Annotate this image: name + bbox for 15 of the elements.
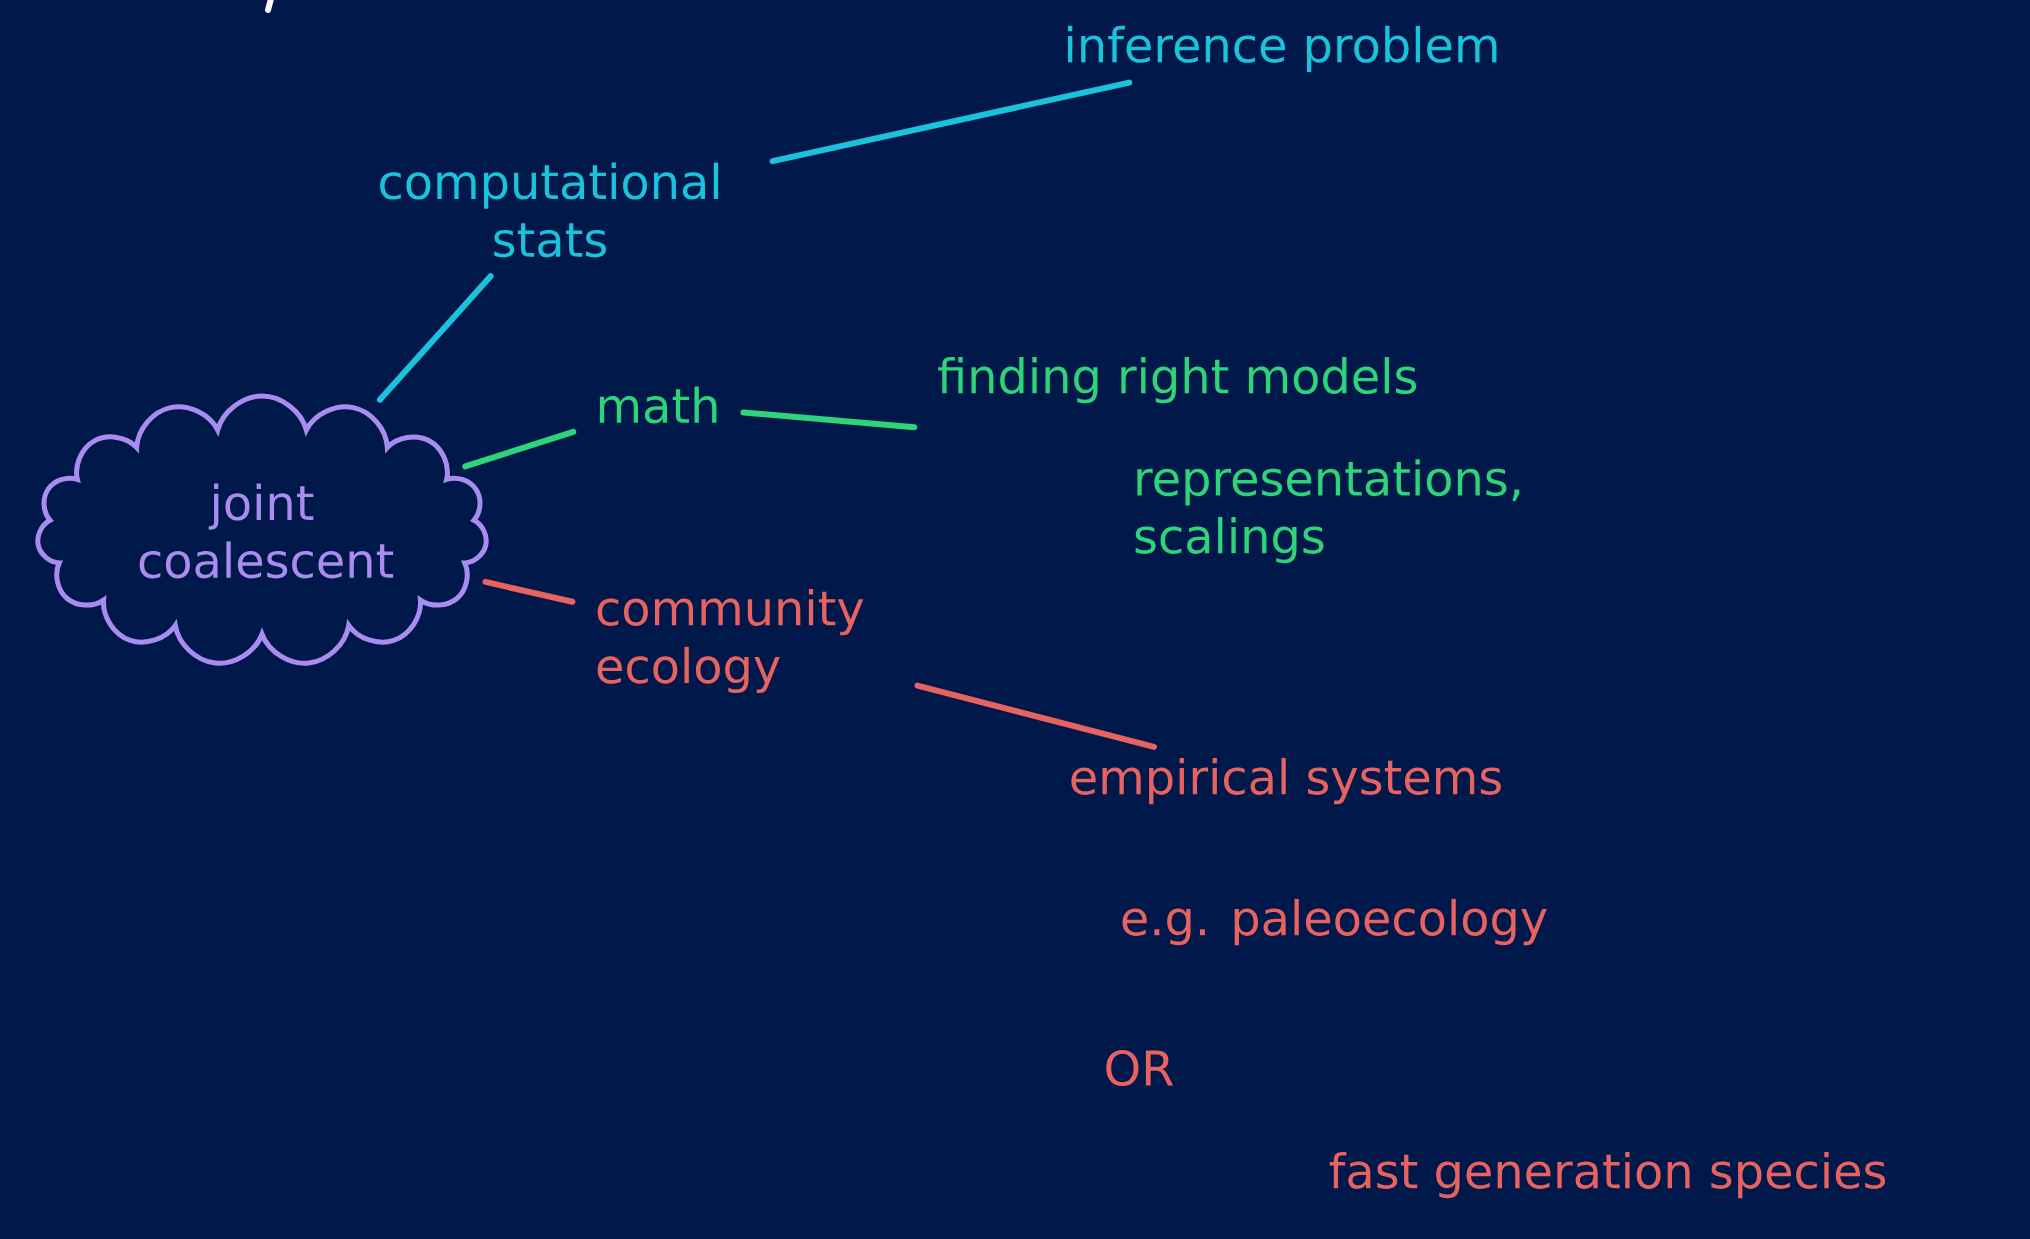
connector-line [769,79,1133,165]
connector-line [914,682,1158,750]
note-text: OR [1106,1049,1174,1087]
topic-label: computational stats [380,162,719,258]
topic-label: community ecology [597,589,864,693]
connector-line [482,578,576,605]
topic-label: finding right models representations, scalings [938,357,1520,564]
connector-line [740,409,918,431]
topic-label: empirical systems [1071,757,1501,805]
topic-label: math [599,386,717,424]
note-text: fast generation species [1329,1151,1886,1199]
connector-line [462,428,577,470]
note-text: e.g. paleoecology [1122,898,1547,946]
topic-label: inference problem [1068,25,1497,73]
connector-line [376,273,494,403]
